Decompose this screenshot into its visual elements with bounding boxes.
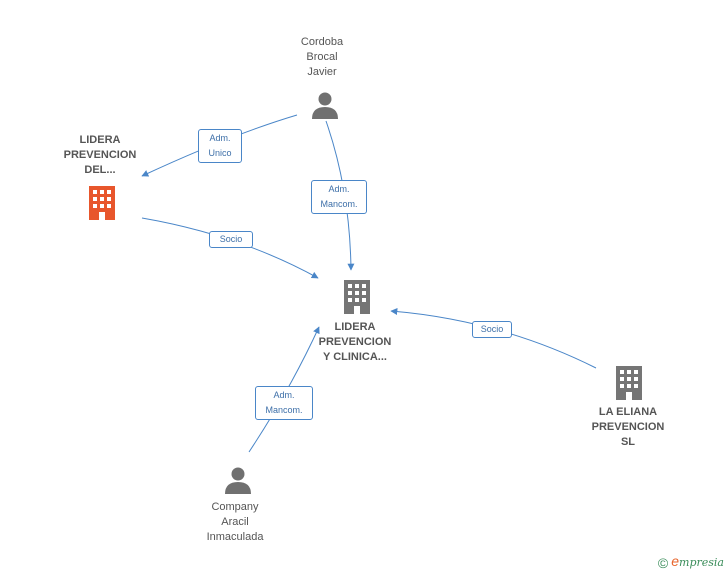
edge-label-line: Adm. — [273, 390, 295, 400]
edge-label-adm-mancom: Adm. Mancom. — [311, 180, 367, 214]
node-label-line: PREVENCION — [318, 336, 392, 348]
node-label-line: Aracil — [221, 516, 249, 528]
node-label-line: Inmaculada — [206, 531, 264, 543]
node-label-company-aracil[interactable]: Company Aracil Inmaculada — [175, 500, 295, 545]
edge-label-line: Unico — [208, 148, 232, 158]
person-icon[interactable] — [223, 466, 253, 494]
node-label-lidera-del[interactable]: LIDERA PREVENCION DEL... — [40, 133, 160, 178]
edge-label-adm-unico: Adm. Unico — [198, 129, 242, 163]
edge-label-line: Socio — [219, 234, 243, 244]
node-label-line: Brocal — [306, 51, 338, 63]
edge-label-adm-mancom: Adm. Mancom. — [255, 386, 313, 420]
node-label-line: Cordoba — [300, 36, 344, 48]
edge-label-line: Mancom. — [265, 405, 303, 415]
node-label-line: Javier — [307, 66, 337, 78]
node-label-lidera-clinica[interactable]: LIDERA PREVENCION Y CLINICA... — [295, 320, 415, 365]
node-label-line: LIDERA — [79, 134, 121, 146]
building-icon[interactable] — [614, 366, 644, 400]
node-label-line: LIDERA — [334, 321, 376, 333]
edge-label-socio: Socio — [209, 231, 253, 248]
edge-label-line: Socio — [480, 324, 504, 334]
edge-label-line: Adm. — [328, 184, 350, 194]
edge-label-line: Adm. — [209, 133, 231, 143]
edge-label-socio: Socio — [472, 321, 512, 338]
brand-initial: e — [671, 552, 680, 569]
node-label-line: SL — [620, 436, 636, 448]
node-label-cordoba[interactable]: Cordoba Brocal Javier — [262, 35, 382, 80]
node-label-line: LA ELIANA — [598, 406, 658, 418]
node-label-line: Y CLINICA... — [323, 351, 387, 363]
person-icon[interactable] — [310, 91, 340, 119]
brand-name: mpresia — [679, 555, 724, 569]
node-label-line: DEL... — [84, 164, 116, 176]
building-icon[interactable] — [342, 280, 372, 314]
node-label-line: Company — [211, 501, 259, 513]
edge-label-line: Mancom. — [320, 199, 358, 209]
node-label-la-eliana[interactable]: LA ELIANA PREVENCION SL — [568, 405, 688, 450]
copyright-icon: © — [657, 555, 669, 571]
edge-lidera-del-to-lidera-clinica — [141, 217, 319, 279]
building-icon[interactable] — [87, 186, 117, 220]
node-label-line: PREVENCION — [63, 149, 137, 161]
brand-logo: © empresia — [658, 553, 724, 571]
edge-la-eliana-to-lidera-clinica — [390, 308, 597, 369]
node-label-line: PREVENCION — [591, 421, 665, 433]
